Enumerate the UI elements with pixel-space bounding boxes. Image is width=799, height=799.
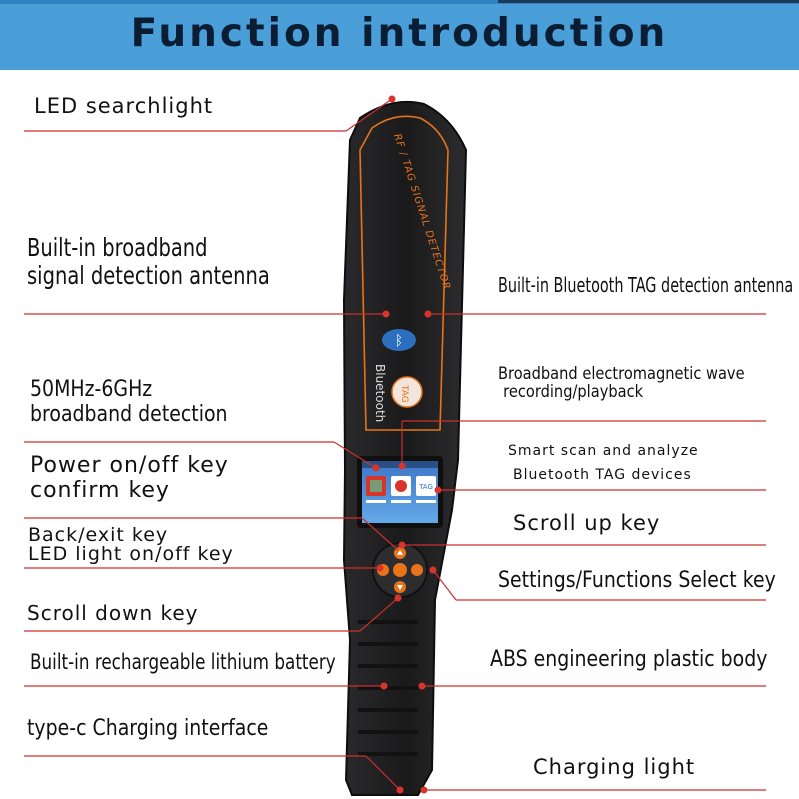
- label-typec: type-c Charging interface: [27, 716, 269, 741]
- label-smart-scan-line1: Smart scan and analyze: [508, 443, 699, 459]
- label-smart-scan-line2: Bluetooth TAG devices: [513, 466, 692, 483]
- label-bluetooth-antenna: Built-in Bluetooth TAG detection antenna: [498, 273, 794, 297]
- bluetooth-badge: [382, 329, 416, 351]
- label-em-recording: Broadband electromagnetic wave recording…: [498, 364, 745, 402]
- label-power-key: Power on/off key confirm key: [30, 453, 229, 503]
- handle-grip: [358, 620, 418, 756]
- screen-tile-3-text: TAG: [418, 483, 433, 491]
- key-right: [411, 564, 423, 576]
- label-power-key-line2: confirm key: [30, 477, 170, 503]
- label-frequency-range-line1: 50MHz-6GHz: [30, 377, 153, 402]
- label-frequency-range: 50MHz-6GHz broadband detection: [30, 377, 228, 427]
- bluetooth-icon: ᛒ: [395, 333, 403, 349]
- tag-badge-text: TAG: [399, 384, 409, 403]
- top-divider: [498, 0, 799, 3]
- label-back-key-line1: Back/exit key: [28, 524, 169, 546]
- engraving-outline: [359, 115, 449, 431]
- tag-badge: [391, 376, 423, 408]
- screen-tile-3: [416, 476, 436, 496]
- device-body: [342, 100, 468, 796]
- label-power-key-line1: Power on/off key: [30, 453, 229, 478]
- label-broadband-antenna: Built-in broadband signal detection ante…: [27, 234, 270, 290]
- key-center: [393, 563, 407, 577]
- label-led-searchlight: LED searchlight: [34, 94, 214, 118]
- page-title: Function introduction: [130, 11, 669, 56]
- leader-lines: [24, 98, 766, 791]
- label-frequency-range-line2: broadband detection: [30, 401, 228, 427]
- label-em-recording-line1: Broadband electromagnetic wave: [498, 364, 745, 384]
- callout-dots: [372, 95, 442, 794]
- label-broadband-antenna-line2: signal detection antenna: [27, 261, 270, 290]
- label-back-key: Back/exit key LED light on/off key: [28, 526, 234, 564]
- label-scroll-down: Scroll down key: [27, 601, 199, 625]
- label-smart-scan: Smart scan and analyze Bluetooth TAG dev…: [508, 440, 699, 488]
- title-banner: [0, 0, 799, 70]
- label-settings-key: Settings/Functions Select key: [498, 568, 776, 593]
- bluetooth-text: Bluetooth: [373, 364, 387, 422]
- label-back-key-line2: LED light on/off key: [28, 543, 234, 565]
- label-charging-light: Charging light: [533, 755, 696, 779]
- label-broadband-antenna-line1: Built-in broadband: [27, 233, 208, 262]
- label-abs-body: ABS engineering plastic body: [490, 647, 768, 672]
- label-em-recording-line2: recording/playback: [503, 381, 644, 402]
- label-scroll-up: Scroll up key: [513, 511, 661, 535]
- label-battery: Built-in rechargeable lithium battery: [30, 650, 336, 674]
